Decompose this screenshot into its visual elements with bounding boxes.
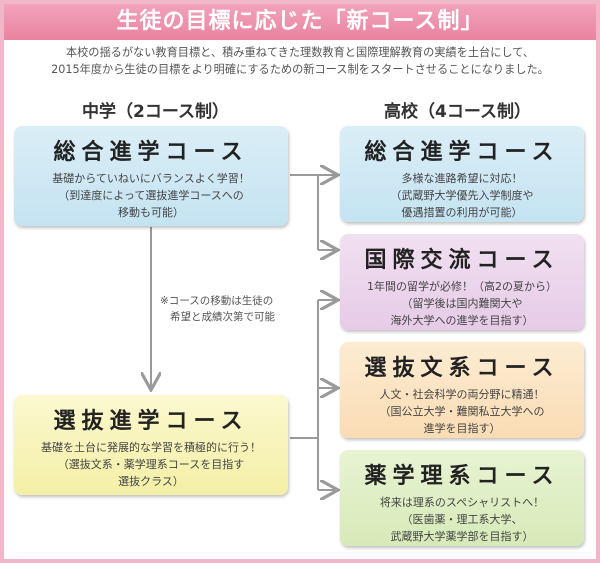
intro-line-2: 2015年度から生徒の目標をより明確にするための新コース制をスタートさせることに… (51, 63, 549, 76)
intro-line-1: 本校の揺るがない教育目標と、積み重ねてきた理数教育と国際理解教育の実績を土台にし… (65, 46, 535, 59)
desc-line: 移動も可能） (118, 206, 184, 219)
desc-line: 人文・社会科学の両分野に精通！ (379, 388, 545, 401)
junior-general-course: 総合進学コース 基礎からていねいにバランスよく学習！ （到達度によって選抜進学コ… (14, 126, 288, 226)
course-name: 総合進学コース (53, 140, 249, 165)
course-desc: 将来は理系のスペシャリストへ！ （医歯薬・理工系大学、 武蔵野大学薬学部を目指す… (340, 494, 584, 545)
junior-selective-course: 選抜進学コース 基礎を土台に発展的な学習を積極的に行う！ （選抜文系・薬学理系コ… (14, 395, 288, 495)
desc-line: 選抜クラス） (118, 475, 184, 488)
desc-line: （国公立大学・難関私立大学への (379, 405, 545, 418)
page-title: 生徒の目標に応じた「新コース制」 (4, 4, 596, 40)
course-name: 国際交流コース (364, 248, 560, 273)
desc-line: （武蔵野大学優先入学制度や (390, 189, 534, 202)
desc-line: 1年間の留学が必修！（高2の夏から） (367, 280, 557, 293)
senior-general-course: 総合進学コース 多様な進路希望に対応！ （武蔵野大学優先入学制度や 優遇措置の利… (340, 126, 584, 222)
desc-line: 海外大学への進学を目指す） (390, 314, 534, 327)
senior-pharmacy-course: 薬学理系コース 将来は理系のスペシャリストへ！ （医歯薬・理工系大学、 武蔵野大… (340, 450, 584, 546)
course-name: 選抜進学コース (53, 409, 249, 434)
senior-humanities-course: 選抜文系コース 人文・社会科学の両分野に精通！ （国公立大学・難関私立大学への … (340, 342, 584, 438)
desc-line: 進学を目指す） (423, 422, 501, 435)
senior-heading: 高校（4コース制） (384, 102, 531, 122)
junior-heading: 中学（2コース制） (82, 102, 229, 122)
course-name: 総合進学コース (364, 140, 560, 165)
desc-line: 武蔵野大学薬学部を目指す） (390, 530, 534, 543)
senior-international-course: 国際交流コース 1年間の留学が必修！（高2の夏から） （留学後は国内難関大や 海… (340, 234, 584, 330)
course-desc: 1年間の留学が必修！（高2の夏から） （留学後は国内難関大や 海外大学への進学を… (340, 278, 584, 329)
note-line: 希望と成績次第で可能 (170, 311, 275, 323)
intro-text: 本校の揺るがない教育目標と、積み重ねてきた理数教育と国際理解教育の実績を土台にし… (20, 44, 580, 78)
course-desc: 基礎を土台に発展的な学習を積極的に行う！ （選抜文系・薬学理系コースを目指す 選… (14, 439, 288, 490)
desc-line: 基礎を土台に発展的な学習を積極的に行う！ (41, 441, 261, 454)
transfer-note: ※コースの移動は生徒の 希望と成績次第で可能 (160, 293, 275, 325)
desc-line: 多様な進路希望に対応！ (401, 172, 523, 185)
desc-line: 優遇措置の利用が可能） (401, 206, 523, 219)
desc-line: （留学後は国内難関大や (401, 297, 523, 310)
course-desc: 人文・社会科学の両分野に精通！ （国公立大学・難関私立大学への 進学を目指す） (340, 386, 584, 437)
course-name: 選抜文系コース (364, 356, 560, 381)
course-desc: 基礎からていねいにバランスよく学習！ （到達度によって選抜進学コースへの 移動も… (14, 170, 288, 221)
desc-line: 基礎からていねいにバランスよく学習！ (52, 172, 250, 185)
course-name: 薬学理系コース (364, 464, 560, 489)
course-desc: 多様な進路希望に対応！ （武蔵野大学優先入学制度や 優遇措置の利用が可能） (340, 170, 584, 221)
desc-line: （到達度によって選抜進学コースへの (58, 189, 244, 202)
desc-line: 将来は理系のスペシャリストへ！ (379, 496, 545, 509)
desc-line: （選抜文系・薬学理系コースを目指す (57, 458, 245, 471)
desc-line: （医歯薬・理工系大学、 (401, 513, 523, 526)
note-line: ※コースの移動は生徒の (160, 295, 274, 307)
